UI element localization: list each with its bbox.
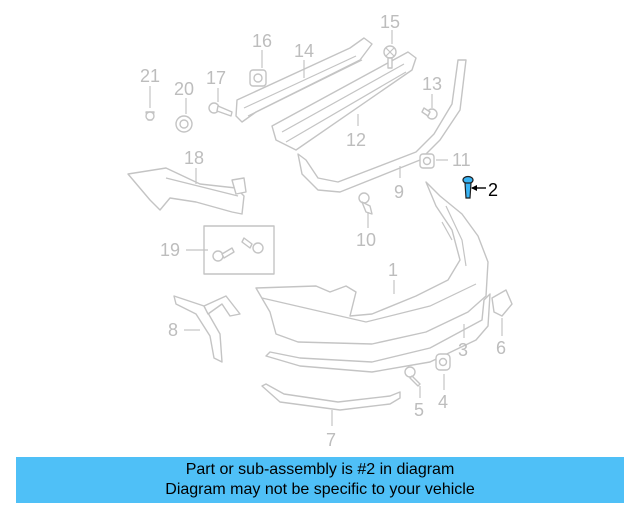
callout-7: 7 (326, 430, 336, 450)
leader-lines (149, 30, 503, 426)
callout-5: 5 (414, 400, 424, 420)
part-10-bolt (358, 192, 373, 215)
callout-11: 11 (452, 150, 471, 170)
part-12-absorber (271, 51, 417, 151)
callout-18: 18 (184, 148, 204, 168)
part-19-fastener-kit (203, 225, 275, 275)
part-20-grommet (175, 115, 193, 133)
callout-15: 15 (380, 12, 400, 32)
callout-14: 14 (294, 41, 314, 61)
part-16-nut (249, 69, 267, 87)
callout-8: 8 (168, 320, 178, 340)
part-17-bolt (208, 102, 233, 117)
info-banner: Part or sub-assembly is #2 in diagram Di… (16, 457, 624, 503)
part-8-side-bracket (173, 295, 241, 363)
part-1-bumper-cover (255, 181, 489, 345)
callout-19: 19 (160, 240, 180, 260)
callout-10: 10 (356, 230, 376, 250)
callout-12: 12 (346, 130, 366, 150)
part-7-molding (261, 383, 401, 411)
callout-20: 20 (174, 79, 194, 99)
part-15-bolt (383, 45, 397, 69)
callout-13: 13 (422, 74, 442, 94)
callout-9: 9 (394, 182, 404, 202)
part-2-clip (462, 175, 486, 199)
part-6-tow-cover (491, 289, 513, 317)
callout-1: 1 (388, 260, 398, 280)
callout-21: 21 (140, 66, 160, 86)
part-14-reinforcement (235, 37, 373, 123)
part-5-screw (404, 366, 421, 387)
banner-line-part: Part or sub-assembly is #2 in diagram (185, 461, 455, 478)
part-11-nut (419, 153, 435, 169)
part-3-skirt (265, 293, 491, 373)
callout-16: 16 (252, 31, 272, 51)
callout-2: 2 (488, 180, 498, 200)
part-21-clip (145, 111, 155, 121)
callout-4: 4 (438, 392, 448, 412)
parts-diagram: 15 16 14 21 17 20 13 12 11 18 9 10 19 1 … (127, 12, 513, 450)
part-4-clip (435, 353, 451, 371)
part-13-bolt (421, 107, 438, 120)
callout-labels: 15 16 14 21 17 20 13 12 11 18 9 10 19 1 … (140, 12, 506, 450)
part-18-bracket (127, 167, 247, 215)
callout-6: 6 (496, 338, 506, 358)
callout-3: 3 (458, 340, 468, 360)
banner-line-disclaimer: Diagram may not be specific to your vehi… (165, 481, 475, 498)
part-9-support (297, 59, 467, 193)
callout-17: 17 (206, 68, 226, 88)
